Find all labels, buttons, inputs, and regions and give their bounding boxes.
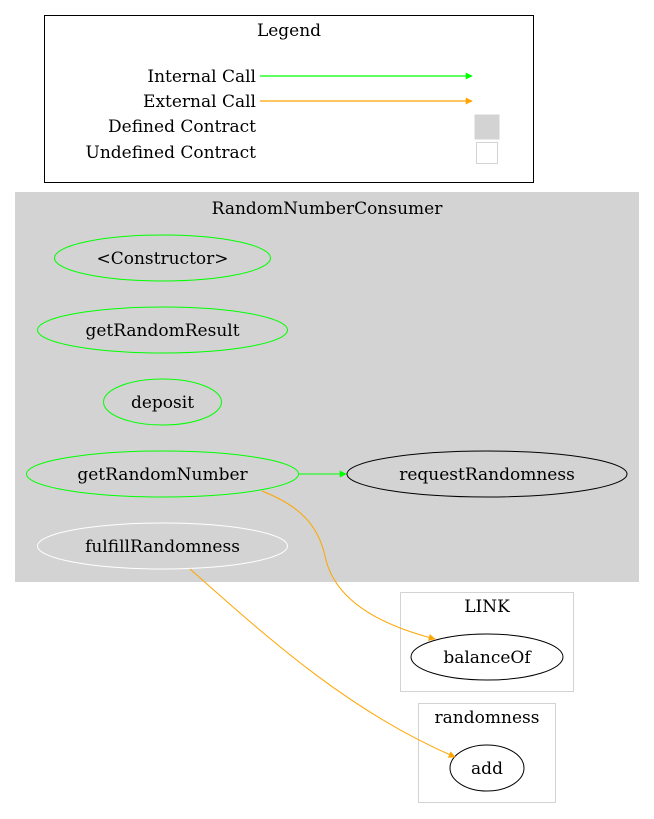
cluster-randomness: randomness add (418, 703, 556, 803)
edge-fulfillrandomness-to-add (189, 568, 456, 758)
node-add-label: add (471, 759, 503, 779)
node-get-random-number-label: getRandomNumber (77, 465, 248, 485)
legend-frame (44, 15, 534, 183)
cluster-random-number-consumer: RandomNumberConsumer <Constructor> getRa… (15, 192, 639, 582)
node-request-randomness[interactable]: requestRandomness (346, 450, 628, 498)
node-get-random-result[interactable]: getRandomResult (37, 306, 288, 354)
node-request-randomness-label: requestRandomness (399, 465, 575, 485)
node-add[interactable]: add (449, 744, 525, 792)
legend-undefined-contract-label: Undefined Contract (86, 143, 257, 163)
node-deposit-label: deposit (131, 393, 194, 413)
node-constructor-label: <Constructor> (96, 249, 228, 269)
node-fulfill-randomness[interactable]: fulfillRandomness (37, 522, 288, 570)
node-get-random-number[interactable]: getRandomNumber (26, 450, 299, 498)
node-deposit[interactable]: deposit (103, 378, 222, 426)
cluster-randomness-title: randomness (435, 708, 540, 728)
legend: Legend Internal Call External Call Defin… (44, 15, 534, 183)
legend-defined-contract-label: Defined Contract (108, 117, 256, 137)
node-get-random-result-label: getRandomResult (85, 321, 239, 341)
legend-title: Legend (257, 21, 321, 41)
cluster-randomness-frame (418, 703, 556, 803)
cluster-title: RandomNumberConsumer (212, 199, 444, 219)
edge-getrandomnumber-to-balanceof (261, 490, 436, 641)
node-balance-of-label: balanceOf (443, 648, 532, 668)
cluster-link: LINK balanceOf (400, 592, 574, 692)
legend-defined-contract-swatch (474, 114, 500, 140)
node-constructor[interactable]: <Constructor> (54, 234, 271, 282)
legend-external-call-label: External Call (143, 92, 256, 112)
node-fulfill-randomness-label: fulfillRandomness (85, 537, 240, 557)
cluster-link-title: LINK (464, 597, 510, 617)
legend-undefined-contract-swatch (476, 142, 498, 164)
node-balance-of[interactable]: balanceOf (410, 633, 564, 681)
legend-internal-call-label: Internal Call (147, 67, 256, 87)
